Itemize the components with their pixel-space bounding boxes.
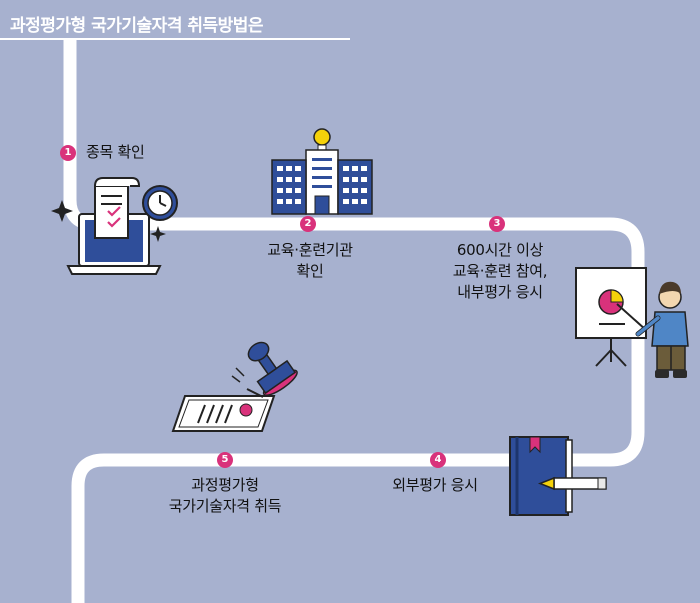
step-2-label: 교육·훈련기관 확인 [267, 241, 353, 280]
step-2-badge: 2 [300, 216, 316, 232]
step-5-badge: 5 [217, 452, 233, 468]
step-5-label: 과정평가형 국가기술자격 취득 [168, 476, 282, 515]
step-3-label: 600시간 이상 교육·훈련 참여, 내부평가 응시 [452, 241, 548, 301]
title-underline [0, 38, 350, 40]
page-title: 과정평가형 국가기술자격 취득방법은 [10, 16, 264, 36]
step-4-label: 외부평가 응시 [392, 476, 478, 494]
step-3-badge: 3 [489, 216, 505, 232]
step-1-badge: 1 [60, 145, 76, 161]
step-4-badge: 4 [430, 452, 446, 468]
step-1-label: 종목 확인 [86, 143, 145, 161]
